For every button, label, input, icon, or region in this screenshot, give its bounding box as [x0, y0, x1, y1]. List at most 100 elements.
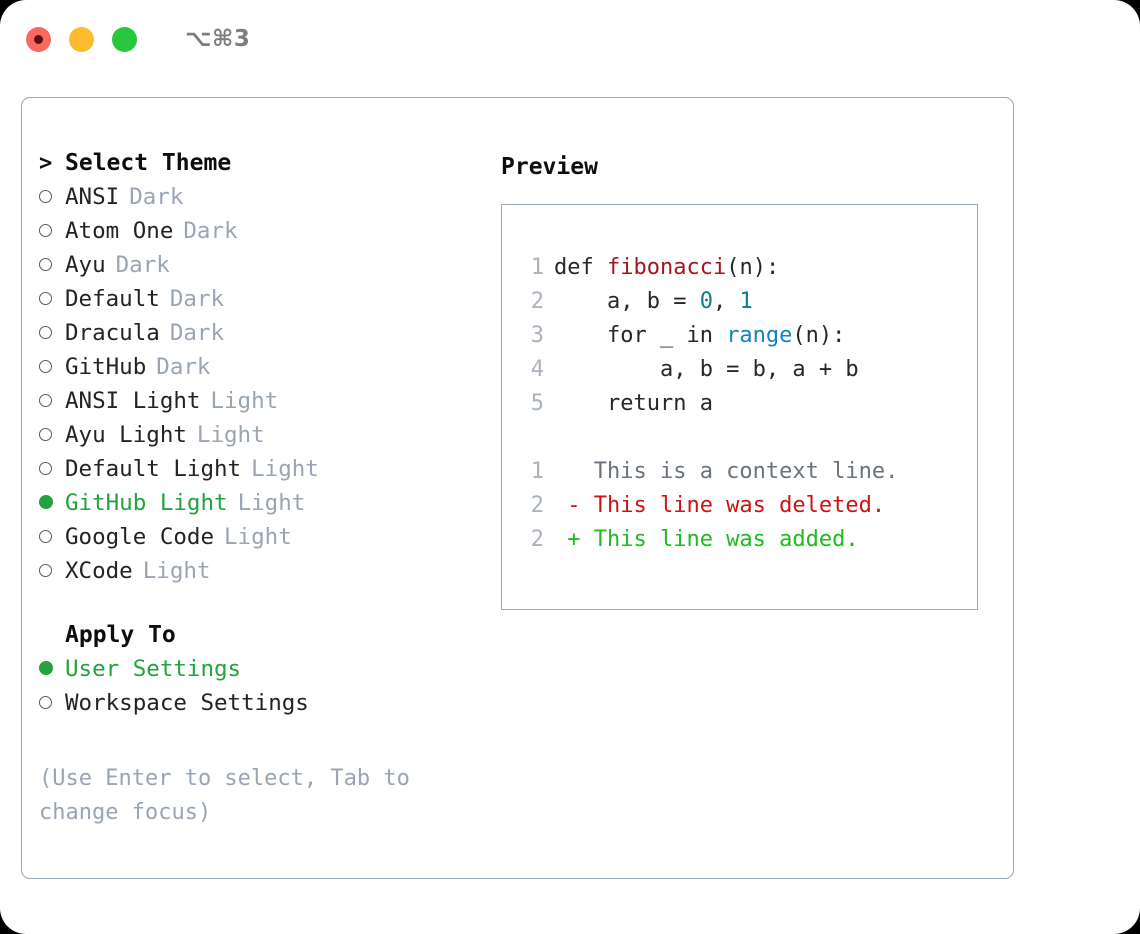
line-number: 2	[530, 493, 544, 518]
select-theme-heading-row: > Select Theme	[39, 150, 479, 184]
theme-category: Light	[224, 524, 292, 550]
code-token: for _ in	[554, 323, 727, 348]
code-token: ,	[712, 289, 740, 314]
code-token: a, b =	[554, 289, 700, 314]
prompt-caret-icon: >	[39, 151, 53, 176]
line-number: 4	[530, 357, 544, 382]
radio-unselected-icon[interactable]	[39, 292, 52, 305]
radio-unselected-icon[interactable]	[39, 187, 65, 209]
code-line: 5 return a	[522, 387, 977, 421]
radio-unselected-icon[interactable]	[39, 289, 65, 311]
theme-category: Light	[251, 456, 319, 482]
line-number: 1	[530, 255, 544, 280]
code-token: (n):	[792, 323, 846, 348]
radio-unselected-icon[interactable]	[39, 258, 52, 271]
radio-unselected-icon[interactable]	[39, 326, 52, 339]
line-number: 2	[530, 527, 544, 552]
apply-to-list-item[interactable]: Workspace Settings	[39, 690, 479, 724]
code-token: fibonacci	[606, 255, 727, 280]
radio-unselected-icon[interactable]	[39, 190, 52, 203]
theme-name: XCode	[65, 558, 133, 584]
radio-selected-icon[interactable]	[39, 493, 65, 515]
diff-line-text: - This line was deleted.	[554, 493, 886, 518]
radio-unselected-icon[interactable]	[39, 530, 52, 543]
code-token: (n):	[726, 255, 780, 280]
radio-unselected-icon[interactable]	[39, 221, 65, 243]
close-icon[interactable]	[26, 26, 51, 52]
theme-name: Dracula	[65, 320, 160, 346]
code-token: range	[726, 323, 793, 348]
minimize-icon[interactable]	[69, 26, 94, 52]
radio-selected-icon[interactable]	[39, 495, 53, 509]
diff-line-text: This is a context line.	[554, 459, 899, 484]
theme-category: Dark	[115, 252, 170, 278]
maximize-icon[interactable]	[112, 26, 137, 52]
diff-line: 1 This is a context line.	[522, 455, 977, 489]
preview-title: Preview	[501, 154, 598, 180]
diff-line: 2 + This line was added.	[522, 523, 977, 557]
window-title-shortcut: ⌥⌘3	[185, 26, 251, 52]
line-number: 3	[530, 323, 544, 348]
code-token: return a	[554, 391, 713, 416]
radio-unselected-icon[interactable]	[39, 459, 65, 481]
radio-unselected-icon[interactable]	[39, 391, 65, 413]
radio-unselected-icon[interactable]	[39, 696, 52, 709]
theme-category: Dark	[129, 184, 184, 210]
theme-list-item[interactable]: Default Dark	[39, 286, 479, 320]
line-number: 5	[530, 391, 544, 416]
code-line: 3 for _ in range(n):	[522, 319, 977, 353]
theme-category: Dark	[169, 286, 225, 312]
theme-name: ANSI Light	[65, 388, 201, 414]
theme-name: Default	[65, 286, 160, 312]
radio-unselected-icon[interactable]	[39, 255, 65, 277]
radio-unselected-icon[interactable]	[39, 323, 65, 345]
theme-category: Light	[210, 388, 279, 414]
radio-selected-icon[interactable]	[39, 661, 53, 675]
theme-name: GitHub Light	[65, 490, 228, 516]
radio-unselected-icon[interactable]	[39, 394, 52, 407]
theme-list-item[interactable]: Google Code Light	[39, 524, 479, 558]
theme-list-item[interactable]: ANSI Light Light	[39, 388, 479, 422]
radio-unselected-icon[interactable]	[39, 360, 52, 373]
diff-sample: 1 This is a context line.2 - This line w…	[522, 455, 977, 557]
theme-name: Google Code	[65, 524, 215, 550]
radio-selected-icon[interactable]	[39, 659, 65, 681]
radio-unselected-icon[interactable]	[39, 428, 52, 441]
radio-unselected-icon[interactable]	[39, 357, 65, 379]
apply-to-list-item[interactable]: User Settings	[39, 656, 479, 690]
code-token: 1	[739, 289, 753, 314]
radio-unselected-icon[interactable]	[39, 425, 65, 447]
radio-unselected-icon[interactable]	[39, 561, 65, 583]
code-line: 4 a, b = b, a + b	[522, 353, 977, 387]
apply-to-option-label: User Settings	[65, 656, 242, 682]
theme-name: GitHub	[65, 354, 147, 380]
radio-unselected-icon[interactable]	[39, 224, 52, 237]
theme-list-item[interactable]: Dracula Dark	[39, 320, 479, 354]
theme-category: Dark	[169, 320, 225, 346]
radio-unselected-icon[interactable]	[39, 527, 65, 549]
theme-category: Light	[196, 422, 265, 448]
apply-to-heading: Apply To	[65, 622, 176, 648]
diff-line: 2 - This line was deleted.	[522, 489, 977, 523]
keyboard-hint-text: (Use Enter to select, Tab to change focu…	[39, 766, 410, 825]
radio-unselected-icon[interactable]	[39, 564, 52, 577]
apply-to-heading-row: · Apply To	[39, 622, 479, 656]
diff-line-text: + This line was added.	[554, 527, 859, 552]
radio-unselected-icon[interactable]	[39, 462, 52, 475]
radio-unselected-icon[interactable]	[39, 693, 65, 715]
